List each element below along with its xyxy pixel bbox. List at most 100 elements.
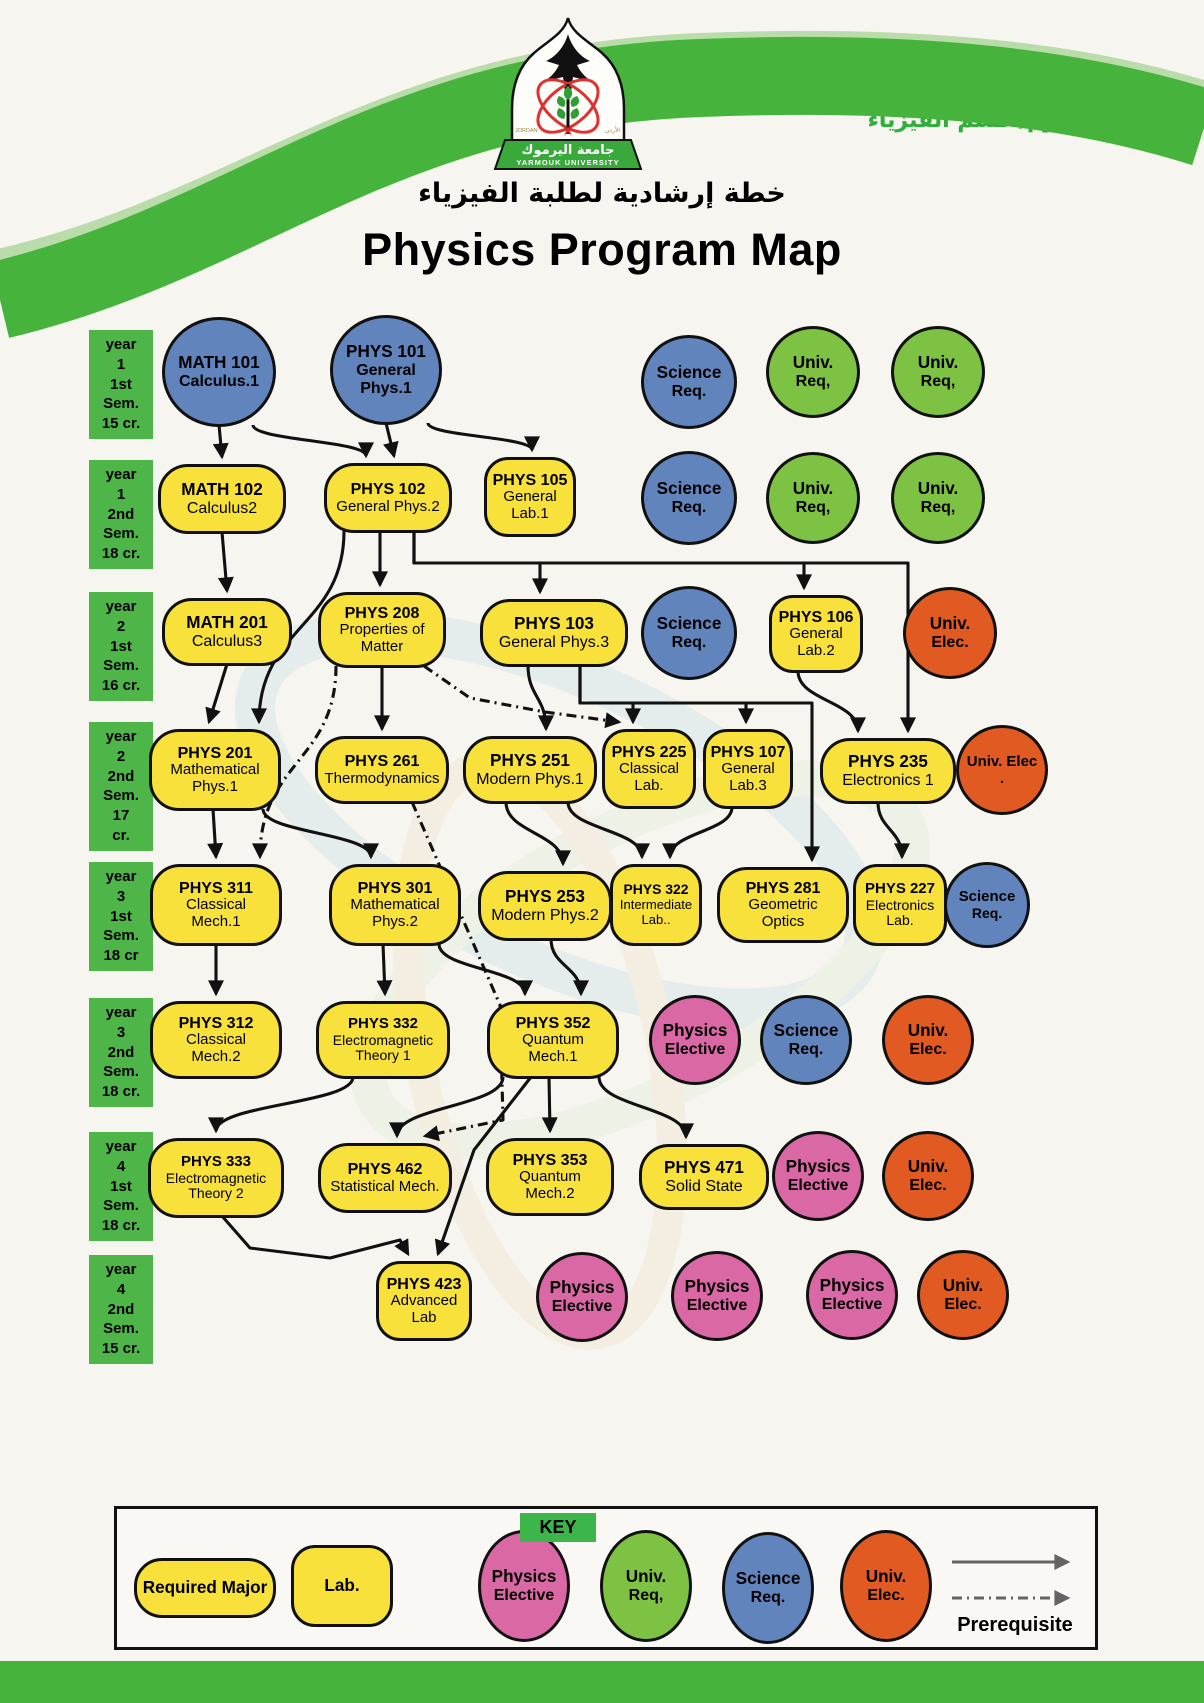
node-code: Science [656, 479, 722, 499]
node-code: Required Major [142, 1578, 268, 1598]
node-subtitle: Phys.1 [192, 778, 238, 796]
node-univ1b: Univ.Req, [891, 326, 985, 418]
node-subtitle: Geometric [748, 896, 818, 914]
node-code: Univ. [942, 1276, 984, 1296]
footer-bar [0, 1661, 1204, 1703]
prereq-edge-phys208-phys225 [423, 664, 622, 729]
logo-country-ar: الأردن [605, 126, 620, 134]
node-code: Univ. [792, 353, 834, 373]
logo-name-ar: جامعة اليرموك [522, 143, 615, 158]
node-univ8: Univ.Elec. [917, 1250, 1009, 1340]
node-code: MATH 101 [178, 353, 260, 373]
node-code: Univ. [907, 1021, 949, 1041]
node-subtitle: Lab.1 [511, 505, 549, 523]
prereq-edge-phys352-phys423 [434, 1076, 533, 1257]
node-code: Univ. Elec [966, 752, 1038, 770]
node-subtitle: Mathematical [350, 896, 440, 914]
key-ur: Univ.Req, [600, 1530, 692, 1642]
node-code: Univ. [917, 479, 959, 499]
node-subtitle: Req, [795, 372, 831, 390]
node-subtitle: Intermediate [619, 897, 693, 913]
node-code: PHYS 311 [179, 879, 253, 897]
node-subtitle: Req. [671, 633, 707, 651]
node-code: Science [735, 1569, 801, 1589]
node-subtitle: Elec. [909, 1040, 947, 1058]
logo-name-en: YARMOUK UNIVERSITY [516, 158, 619, 167]
node-code: PHYS 353 [512, 1151, 588, 1169]
node-univ3: Univ.Elec. [903, 587, 997, 679]
prereq-edge-math101-math102 [212, 424, 229, 460]
node-code: PHYS 208 [344, 604, 420, 622]
node-subtitle: Mech.2 [525, 1185, 575, 1203]
prereq-edge-phys301-phys332 [376, 943, 393, 997]
node-subtitle: Req. [971, 904, 1003, 921]
node-subtitle: Mech.1 [528, 1048, 578, 1066]
prereq-edge-phys253-phys352 [549, 938, 589, 997]
node-code: PHYS 281 [745, 879, 821, 897]
node-code: PHYS 105 [492, 471, 568, 489]
prereq-edge-phys102-phys106 [412, 531, 812, 591]
prereq-edge-phys235-phys227 [876, 801, 910, 860]
node-subtitle: Modern Phys.2 [491, 906, 599, 924]
node-univ7: Univ.Elec. [882, 1131, 974, 1221]
node-code: PHYS 103 [514, 614, 594, 634]
node-subtitle: Req. [750, 1588, 786, 1606]
node-subtitle: Optics [761, 913, 805, 931]
prereq-edge-phys201-phys301 [261, 808, 379, 860]
node-subtitle: Req. [788, 1040, 824, 1058]
prereq-edge-phys352-phys462 [389, 1076, 505, 1139]
node-code: Science [958, 887, 1016, 905]
prereq-edge-phys102-phys201 [251, 530, 346, 725]
key-ue: Univ.Elec. [840, 1530, 932, 1642]
node-subtitle: Req, [920, 372, 956, 390]
prereq-edge-phys352-phys353 [541, 1076, 558, 1134]
node-subtitle: Modern Phys.1 [476, 770, 584, 788]
node-code: PHYS 251 [490, 751, 570, 771]
node-code: Univ. [907, 1157, 949, 1177]
node-code: PHYS 312 [178, 1014, 254, 1032]
node-subtitle: Quantum [519, 1168, 581, 1186]
prereq-edge-phys103-phys251 [526, 664, 554, 732]
node-code: PHYS 301 [357, 879, 433, 897]
node-subtitle: . [1000, 769, 1004, 786]
node-subtitle: Lab [411, 1309, 437, 1327]
node-subtitle: Electronics 1 [842, 771, 934, 789]
node-univ1a: Univ.Req, [766, 326, 860, 418]
prereq-edge-phys103-phys225 [578, 665, 641, 725]
node-univ4: Univ. Elec. [956, 725, 1048, 815]
node-subtitle: Lab.. [641, 911, 671, 927]
node-code: Univ. [625, 1567, 667, 1587]
node-subtitle: Lab. [634, 777, 664, 795]
node-subtitle: Elective [787, 1176, 849, 1194]
node-univ2a: Univ.Req, [766, 452, 860, 544]
node-subtitle: Lab.3 [729, 777, 767, 795]
node-code: Physics [785, 1157, 851, 1177]
page-title-arabic: خطة إرشادية لطلبة الفيزياء [418, 178, 786, 209]
node-subtitle: Lab. [886, 912, 914, 929]
node-subtitle: Theory 1 [355, 1047, 411, 1064]
node-code: PHYS 102 [350, 480, 426, 499]
node-subtitle: Properties of [339, 621, 425, 639]
prereq-edge-phys352-phys471 [597, 1076, 694, 1140]
node-subtitle: Req, [920, 498, 956, 516]
prereq-edge-phys101-phys105 [426, 422, 540, 453]
